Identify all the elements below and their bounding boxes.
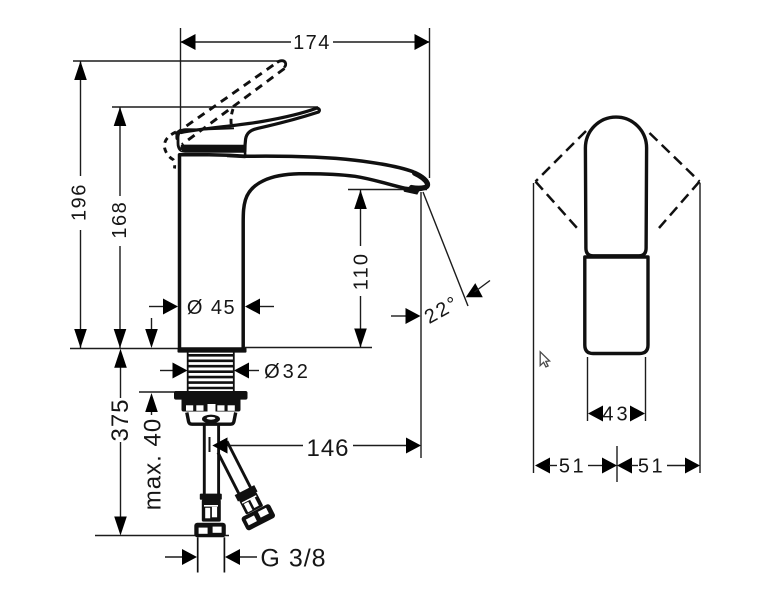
svg-text:Ø 45: Ø 45	[187, 297, 236, 319]
svg-text:Ø32: Ø32	[264, 361, 311, 383]
svg-text:51: 51	[638, 456, 665, 478]
svg-text:max. 40: max. 40	[140, 418, 167, 510]
svg-text:51: 51	[559, 456, 586, 478]
svg-text:168: 168	[109, 201, 131, 239]
svg-text:375: 375	[107, 398, 134, 441]
svg-text:196: 196	[69, 183, 91, 221]
svg-text:G 3/8: G 3/8	[260, 544, 326, 572]
svg-text:43: 43	[602, 404, 630, 426]
svg-text:110: 110	[351, 252, 373, 291]
svg-text:174: 174	[293, 32, 331, 54]
svg-text:146: 146	[306, 435, 349, 462]
